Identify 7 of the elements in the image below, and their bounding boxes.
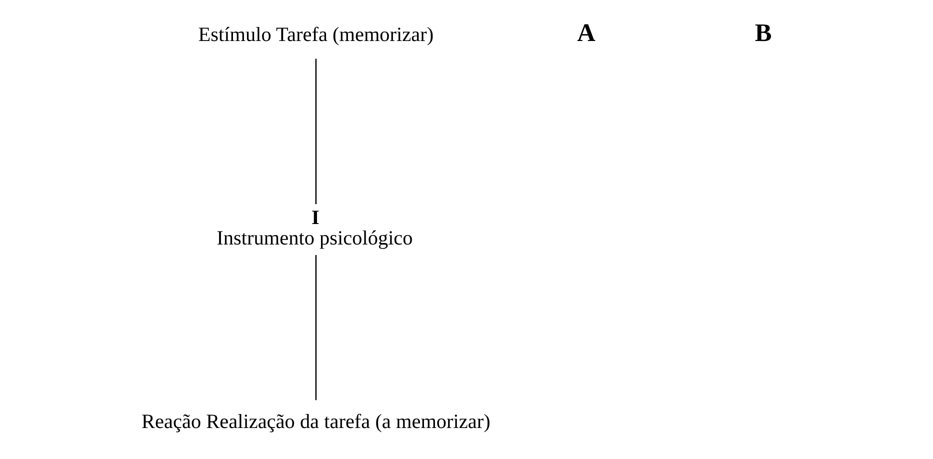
connector <box>315 254 317 400</box>
label: A <box>577 19 596 48</box>
node-text: Estímulo Tarefa (memorizar) <box>198 24 434 46</box>
node-text: Reação Realização da tarefa (a memorizar) <box>142 410 490 433</box>
label: B <box>754 19 772 48</box>
connector <box>315 58 317 204</box>
node-text: I Instrumento psicológico <box>216 207 413 250</box>
